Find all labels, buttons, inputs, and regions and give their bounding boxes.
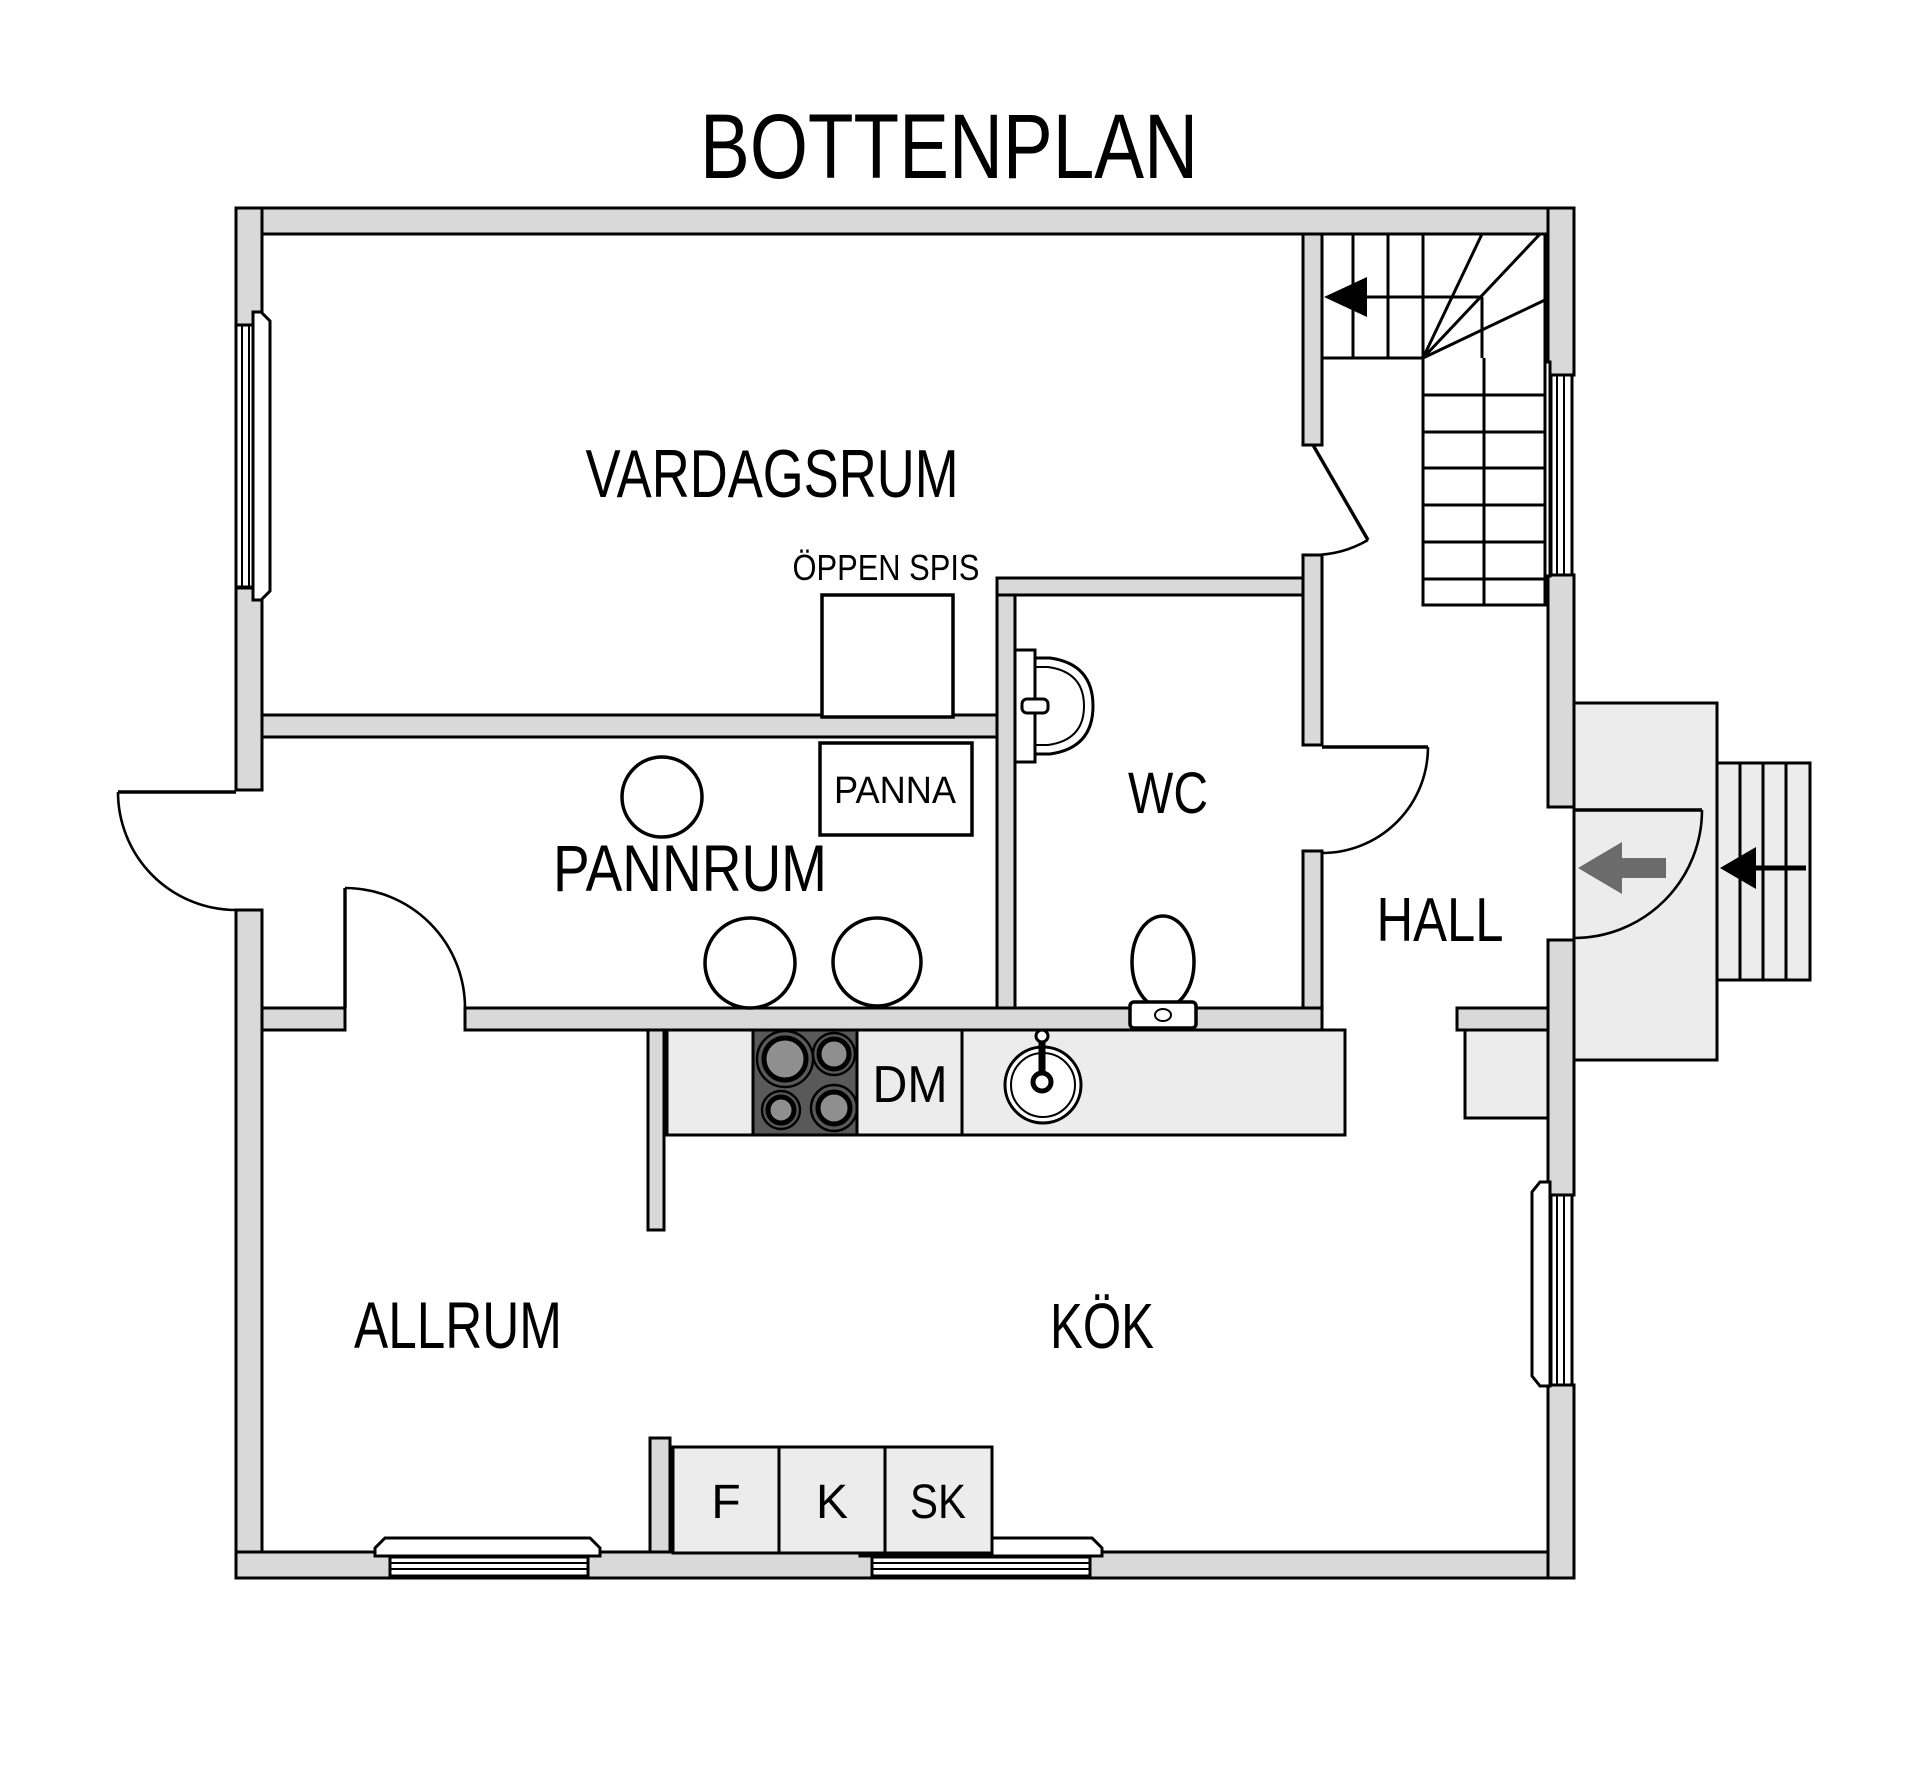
- room-label-vardagsrum: VARDAGSRUM: [586, 436, 959, 512]
- wall-allrum-kok-upper: [646, 1028, 666, 1232]
- labels: BOTTENPLAN VARDAGSRUM ÖPPEN SPIS PANNA P…: [354, 96, 1504, 1529]
- wall-exterior-right-upper: [1546, 206, 1576, 377]
- doors: [116, 444, 1430, 1009]
- page-title: BOTTENPLAN: [700, 96, 1198, 198]
- stove-hob: [751, 1028, 859, 1137]
- wall-exterior-left-mid: [234, 586, 264, 792]
- wc-washbasin: [1013, 648, 1095, 764]
- entry-direction-arrow-icon: [1578, 842, 1666, 894]
- stairhall-door-leaf: [1311, 444, 1370, 541]
- room-label-wc: WC: [1128, 761, 1208, 826]
- entry-door-arc: [1573, 809, 1704, 940]
- window-allrum-south: [373, 1536, 602, 1578]
- wall-exterior-left-lower: [234, 908, 264, 1580]
- wall-wc-north: [995, 576, 1324, 597]
- wall-exterior-top: [234, 206, 1576, 236]
- cabinet-label-sk: SK: [910, 1476, 966, 1529]
- wall-wc-east-lower: [1301, 849, 1324, 1032]
- window-kok-east: [1530, 1180, 1574, 1388]
- pannrum-allrum-door-arc: [344, 886, 467, 1009]
- wall-pannrum-south-left: [260, 1006, 347, 1032]
- feature-label-oppen-spis: ÖPPEN SPIS: [793, 547, 980, 588]
- room-label-pannrum: PANNRUM: [553, 831, 827, 905]
- wall-stairhall-west-upper: [1301, 232, 1324, 447]
- cabinet-label-f: F: [711, 1476, 740, 1529]
- wall-wc-west: [995, 576, 1017, 1032]
- wall-exterior-right-lower: [1546, 1383, 1576, 1580]
- stair-direction-arrow-icon: [1324, 277, 1367, 317]
- room-label-kok: KÖK: [1050, 1290, 1154, 1362]
- fireplace-oppen-spis: [820, 593, 955, 719]
- wall-exterior-right-mid1: [1546, 573, 1576, 809]
- cabinet-row: [671, 1445, 994, 1555]
- entry-porch: [1572, 701, 1719, 1062]
- wc-toilet: [1128, 914, 1198, 1030]
- boiler-panna-box: [818, 741, 974, 837]
- pannrum-tank-3: [831, 916, 923, 1008]
- wall-hall-south-stub: [1455, 1006, 1550, 1032]
- feature-label-dm: DM: [873, 1056, 948, 1114]
- pannrum-tank-1: [620, 755, 704, 839]
- cabinets: [671, 1445, 994, 1555]
- wall-stairhall-west-mid: [1301, 553, 1324, 747]
- pannrum-tank-2: [703, 916, 797, 1010]
- stairhall-door-arc: [1312, 538, 1369, 557]
- steps-direction-arrow-icon: [1720, 847, 1756, 889]
- room-label-allrum: ALLRUM: [354, 1288, 562, 1362]
- cabinet-label-k: K: [816, 1476, 848, 1529]
- wc-door-arc: [1321, 746, 1430, 855]
- walls: [234, 206, 1576, 1580]
- wc-basin-tap: [1020, 697, 1050, 715]
- wall-allrum-kok-lower: [648, 1436, 672, 1554]
- pannrum-exterior-door-arc: [116, 791, 237, 912]
- staircase: [1320, 232, 1547, 607]
- entry-porch-group: [1572, 701, 1812, 1062]
- room-label-hall: HALL: [1377, 886, 1504, 955]
- kitchen-sink: [1003, 1028, 1083, 1125]
- wall-exterior-right-mid2: [1546, 938, 1576, 1197]
- window-vardagsrum-west: [234, 310, 272, 602]
- wall-exterior-left-upper: [234, 206, 264, 327]
- kitchen-counter: [665, 1028, 1347, 1137]
- shaft-box: [1463, 1028, 1550, 1120]
- feature-label-panna: PANNA: [834, 770, 957, 812]
